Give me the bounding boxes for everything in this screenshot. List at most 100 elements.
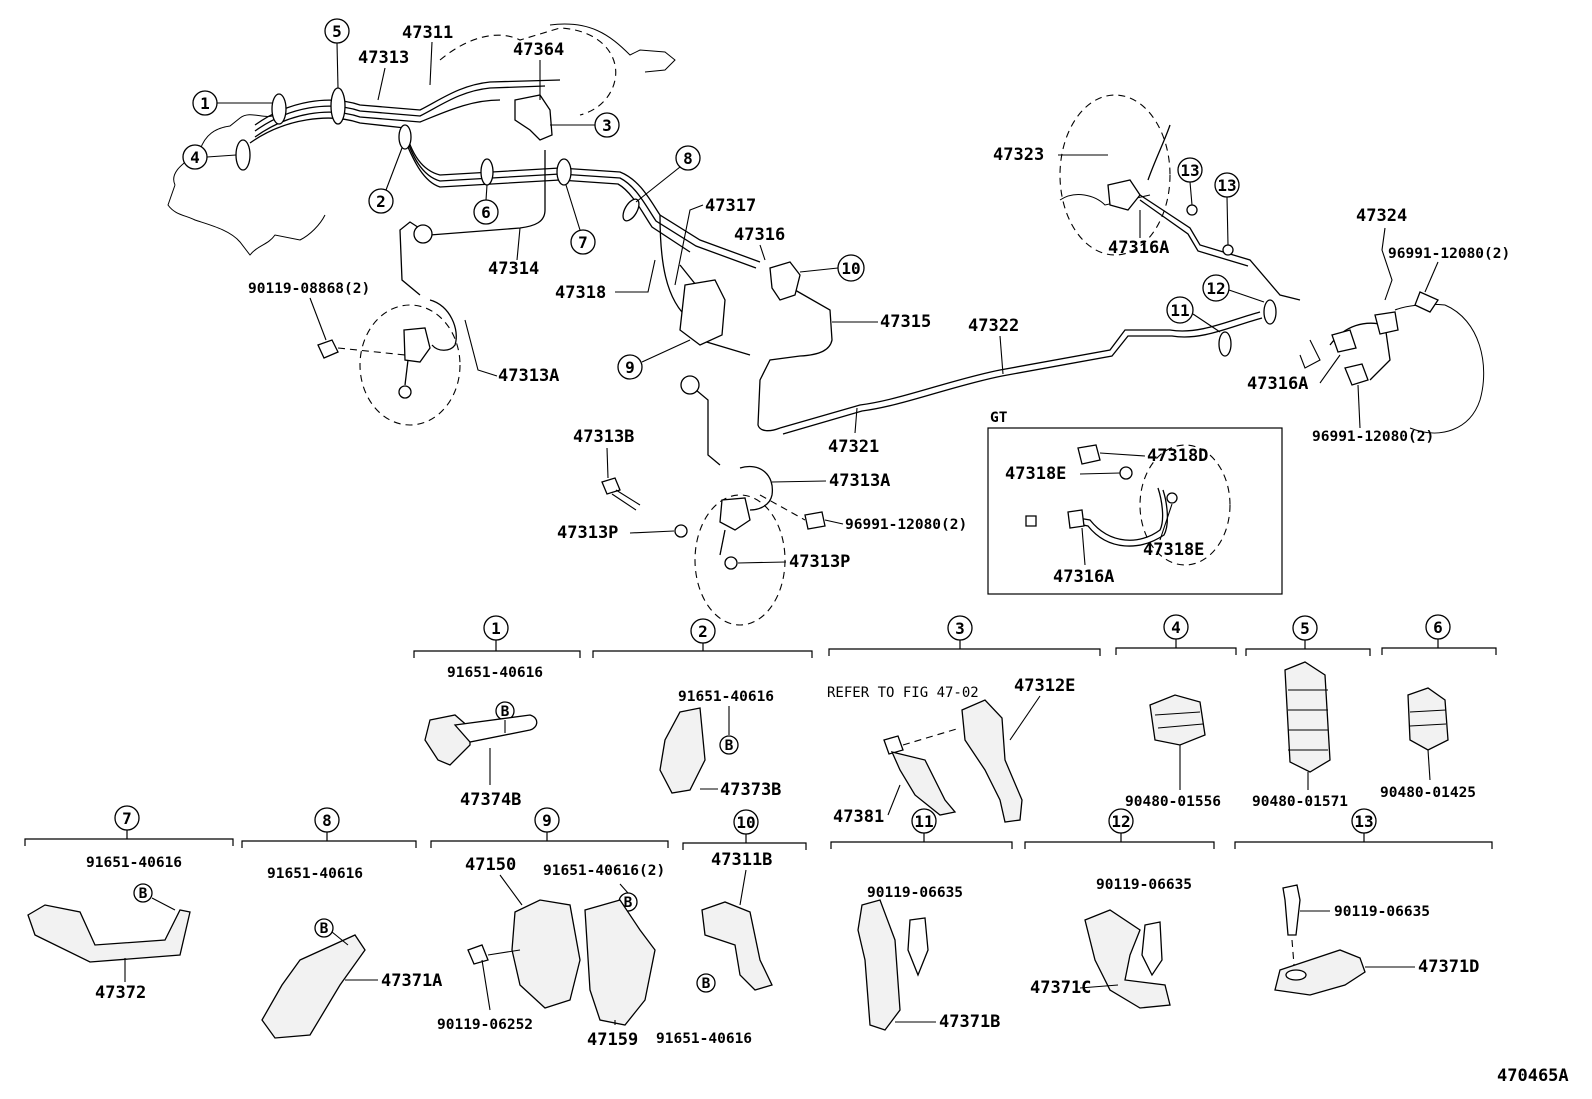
detail-group-2: 2 91651-40616 B 47373B [592, 618, 813, 800]
svg-text:B: B [624, 895, 633, 911]
svg-text:7: 7 [122, 809, 132, 828]
svg-text:91651-40616: 91651-40616 [678, 689, 774, 705]
callout-13b: 13 [1214, 172, 1240, 246]
svg-text:12: 12 [1206, 279, 1225, 298]
svg-text:90119-06635: 90119-06635 [867, 885, 963, 901]
svg-text:96991-12080(2): 96991-12080(2) [845, 517, 967, 533]
callout-markers: 1 5 4 2 3 6 7 8 9 10 11 12 13 13 [182, 18, 1265, 380]
svg-text:3: 3 [955, 619, 965, 638]
callout-8: 8 [635, 145, 701, 203]
svg-text:4: 4 [1171, 618, 1181, 637]
svg-text:47316A: 47316A [1247, 374, 1308, 394]
svg-text:47316A: 47316A [1108, 238, 1169, 258]
svg-text:47318E: 47318E [1005, 464, 1066, 484]
svg-text:47159: 47159 [587, 1030, 638, 1050]
svg-text:10: 10 [841, 259, 860, 278]
svg-text:47314: 47314 [488, 259, 539, 279]
svg-text:2: 2 [698, 622, 708, 641]
svg-text:47381: 47381 [833, 807, 884, 827]
svg-text:47311B: 47311B [711, 850, 772, 870]
detail-group-6: 6 90480-01425 [1380, 614, 1497, 801]
svg-text:47371A: 47371A [381, 971, 442, 991]
svg-text:47316A: 47316A [1053, 567, 1114, 587]
svg-text:9: 9 [542, 811, 552, 830]
svg-text:8: 8 [322, 811, 332, 830]
svg-text:47311: 47311 [402, 23, 453, 43]
detail-group-5: 5 90480-01571 [1245, 615, 1371, 810]
callout-5: 5 [324, 18, 350, 89]
detail-group-12: 12 90119-06635 47371C [1024, 808, 1215, 1009]
svg-text:47312E: 47312E [1014, 676, 1075, 696]
svg-text:47373B: 47373B [720, 780, 781, 800]
svg-text:B: B [702, 976, 711, 992]
svg-text:96991-12080(2): 96991-12080(2) [1388, 246, 1510, 262]
svg-text:5: 5 [1300, 619, 1310, 638]
callout-2: 2 [368, 147, 403, 214]
svg-text:91651-40616(2): 91651-40616(2) [543, 863, 665, 879]
svg-text:47313: 47313 [358, 48, 409, 68]
callout-11: 11 [1166, 296, 1221, 333]
callout-13a: 13 [1177, 157, 1203, 206]
svg-text:12: 12 [1111, 812, 1130, 831]
svg-text:47371B: 47371B [939, 1012, 1000, 1032]
svg-text:11: 11 [1170, 301, 1189, 320]
svg-text:47317: 47317 [705, 196, 756, 216]
svg-text:47322: 47322 [968, 316, 1019, 336]
svg-text:91651-40616: 91651-40616 [267, 866, 363, 882]
svg-text:47315: 47315 [880, 312, 931, 332]
detail-group-1: 1 91651-40616 B 47374B [413, 615, 581, 810]
svg-text:90119-06635: 90119-06635 [1334, 904, 1430, 920]
svg-text:B: B [139, 886, 148, 902]
svg-text:47364: 47364 [513, 40, 564, 60]
svg-text:9: 9 [625, 358, 635, 377]
svg-text:47313A: 47313A [498, 366, 559, 386]
svg-text:47371D: 47371D [1418, 957, 1479, 977]
detail-group-8: 8 91651-40616 B 47371A [241, 807, 442, 1039]
svg-text:B: B [501, 704, 510, 720]
callout-3: 3 [550, 112, 620, 138]
svg-text:91651-40616: 91651-40616 [447, 665, 543, 681]
svg-text:2: 2 [376, 192, 386, 211]
svg-text:96991-12080(2): 96991-12080(2) [1312, 429, 1434, 445]
detail-group-13: 13 90119-06635 47371D [1234, 808, 1493, 996]
svg-text:90480-01425: 90480-01425 [1380, 785, 1476, 801]
brake-line-assembly [167, 23, 1485, 626]
svg-text:13: 13 [1354, 812, 1373, 831]
svg-text:47371C: 47371C [1030, 978, 1091, 998]
svg-text:B: B [320, 921, 329, 937]
svg-text:47321: 47321 [828, 437, 879, 457]
svg-text:47313A: 47313A [829, 471, 890, 491]
svg-text:47316: 47316 [734, 225, 785, 245]
svg-text:B: B [725, 738, 734, 754]
svg-text:1: 1 [491, 619, 501, 638]
svg-text:1: 1 [200, 94, 210, 113]
svg-text:47323: 47323 [993, 145, 1044, 165]
callout-7: 7 [565, 184, 596, 255]
detail-group-4: 4 90480-01556 [1115, 614, 1237, 810]
svg-text:47313P: 47313P [557, 523, 618, 543]
gt-box: GT 47318D 47318E 47318E 47316A [990, 410, 1208, 587]
svg-text:47313P: 47313P [789, 552, 850, 572]
svg-text:6: 6 [481, 203, 491, 222]
svg-text:7: 7 [578, 233, 588, 252]
callout-10: 10 [799, 254, 865, 282]
detail-group-3: 3 REFER TO FIG 47-02 47312E 47381 [827, 615, 1101, 827]
svg-text:47374B: 47374B [460, 790, 521, 810]
svg-text:6: 6 [1433, 618, 1443, 637]
svg-text:4: 4 [190, 148, 200, 167]
svg-text:90119-08868(2): 90119-08868(2) [248, 281, 370, 297]
svg-text:91651-40616: 91651-40616 [86, 855, 182, 871]
figure-code: 470465A [1497, 1066, 1569, 1086]
callout-12: 12 [1202, 274, 1265, 303]
callout-9: 9 [617, 339, 691, 380]
svg-text:47150: 47150 [465, 855, 516, 875]
callout-4: 4 [182, 144, 237, 170]
svg-text:47372: 47372 [95, 983, 146, 1003]
svg-text:13: 13 [1180, 161, 1199, 180]
svg-text:90119-06252: 90119-06252 [437, 1017, 533, 1033]
svg-text:47318E: 47318E [1143, 540, 1204, 560]
svg-text:3: 3 [602, 116, 612, 135]
part-labels: 47311 47313 47364 47317 47316 47314 4731… [248, 23, 1510, 572]
svg-text:REFER TO FIG 47-02: REFER TO FIG 47-02 [827, 685, 979, 701]
